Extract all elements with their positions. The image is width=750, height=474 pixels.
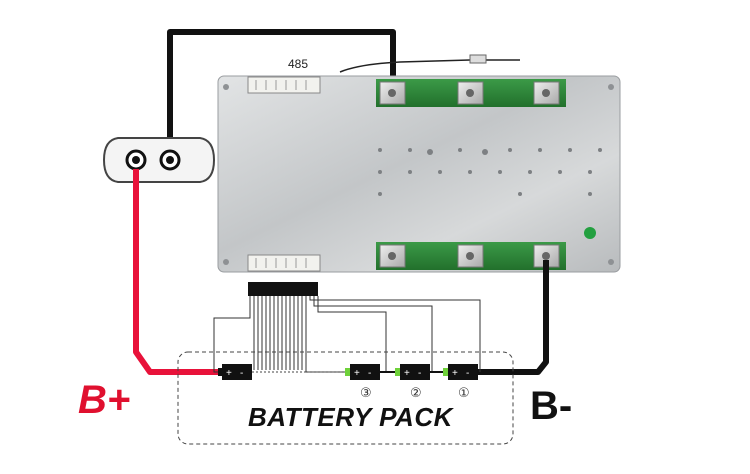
battery-pack-title: BATTERY PACK [248, 402, 453, 432]
temp-sensor-lead [339, 59, 520, 73]
negative-terminal-label: B- [530, 384, 573, 428]
svg-text:+: + [226, 368, 232, 379]
balance-wires [213, 296, 481, 373]
svg-text:+: + [404, 368, 410, 379]
balance-connector [247, 254, 321, 272]
svg-text:-: - [240, 368, 243, 379]
svg-text:+: + [452, 368, 458, 379]
cell-battery-2: + - [395, 364, 430, 380]
cell-battery-1: + - [443, 364, 478, 380]
cell-battery-3: + - [345, 364, 380, 380]
bms-board [217, 54, 621, 273]
status-led [584, 227, 596, 239]
svg-text:-: - [368, 368, 371, 379]
negative-wire [470, 260, 549, 375]
svg-text:-: - [418, 368, 421, 379]
balance-harness-plug [248, 282, 318, 296]
battery-pack-outline [177, 351, 514, 445]
positive-wire [133, 169, 222, 375]
cell-index-label: ③ [360, 386, 372, 401]
cell-index-label: ① [458, 386, 470, 401]
positive-terminal-label: B+ [78, 378, 131, 422]
comm-port-label: 485 [288, 57, 309, 71]
svg-text:-: - [466, 368, 469, 379]
comm-485-connector [247, 76, 321, 94]
cell-index-label: ② [410, 386, 422, 401]
battery-connector [102, 137, 216, 183]
svg-text:+: + [354, 368, 360, 379]
cell-battery-main: + - [218, 364, 252, 380]
